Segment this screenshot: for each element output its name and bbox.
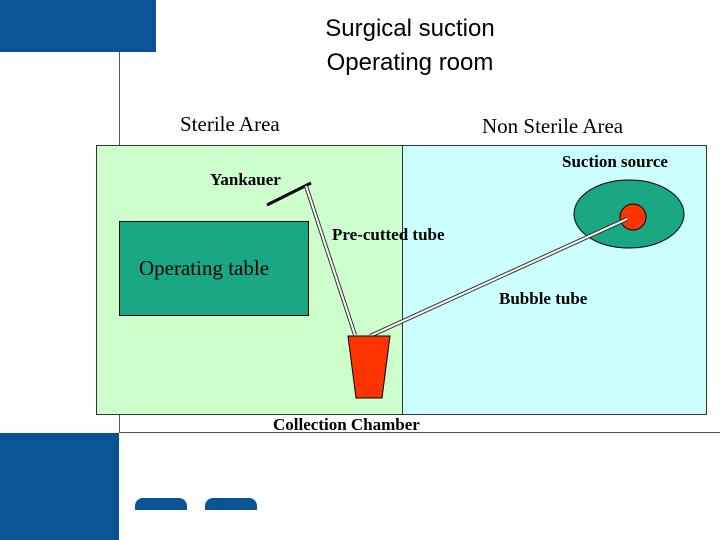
pre-cutted-tube-label: Pre-cutted tube xyxy=(332,225,445,244)
bubble-tube-label: Bubble tube xyxy=(499,289,588,308)
corner-block-bottom-left xyxy=(0,433,119,540)
operating-table-label: Operating table xyxy=(139,256,270,280)
collection-chamber xyxy=(347,335,391,399)
operating-table xyxy=(119,221,309,316)
yankauer-label: Yankauer xyxy=(210,170,281,189)
collection-chamber-label: Collection Chamber xyxy=(273,415,420,434)
logo-bar-left xyxy=(135,498,187,510)
suction-source-label: Suction source xyxy=(562,152,668,171)
horizontal-rule xyxy=(119,432,720,433)
sterile-area-heading: Sterile Area xyxy=(180,112,280,136)
yankauer-handle xyxy=(266,181,312,207)
logo-bar-right xyxy=(205,498,257,510)
title-line-1: Surgical suction xyxy=(325,15,495,42)
corner-block-top-left xyxy=(0,0,156,52)
bubble-tube-line-inner xyxy=(369,218,628,337)
title-line-2: Operating room xyxy=(326,49,494,76)
non-sterile-area-heading: Non Sterile Area xyxy=(482,114,624,138)
suction-source-dot xyxy=(619,203,647,231)
pre-cutted-tube-line-inner xyxy=(305,185,356,336)
